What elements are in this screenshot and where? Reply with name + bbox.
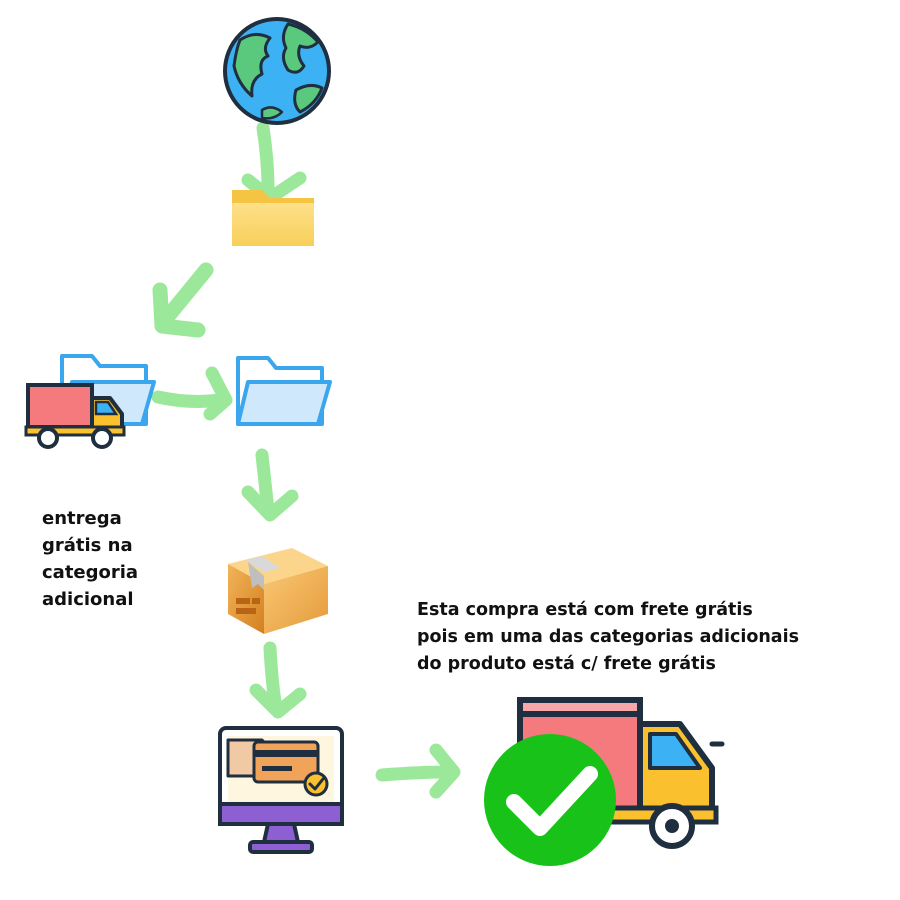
note-line: categoria [42,562,139,583]
check-circle-icon [484,734,616,866]
globe-icon [223,17,331,125]
open-folder-icon [236,356,332,426]
folder-icon [232,190,314,246]
arrow-product-to-checkout [249,641,307,719]
note-line: do produto está c/ frete grátis [417,654,716,674]
arrow-category-to-additional [151,366,233,421]
arrow-checkout-to-result [375,743,461,799]
note-line: adicional [42,589,134,610]
note-line: entrega [42,508,122,529]
note-line: Esta compra está com frete grátis [417,600,753,620]
free-shipping-category-note: entrega grátis na categoria adicional [42,505,138,613]
arrow-globe-to-folder [241,121,307,205]
online-payment-monitor-icon [218,726,344,854]
arrow-additional-to-product [241,448,299,522]
delivery-truck-icon-small [24,383,126,449]
free-shipping-explanation-note: Esta compra está com frete grátis pois e… [417,597,799,678]
note-line: pois em uma das categorias adicionais [417,627,800,647]
product-box-icon [228,548,328,634]
note-line: grátis na [42,535,133,556]
arrow-folder-to-category-branch [152,262,214,338]
